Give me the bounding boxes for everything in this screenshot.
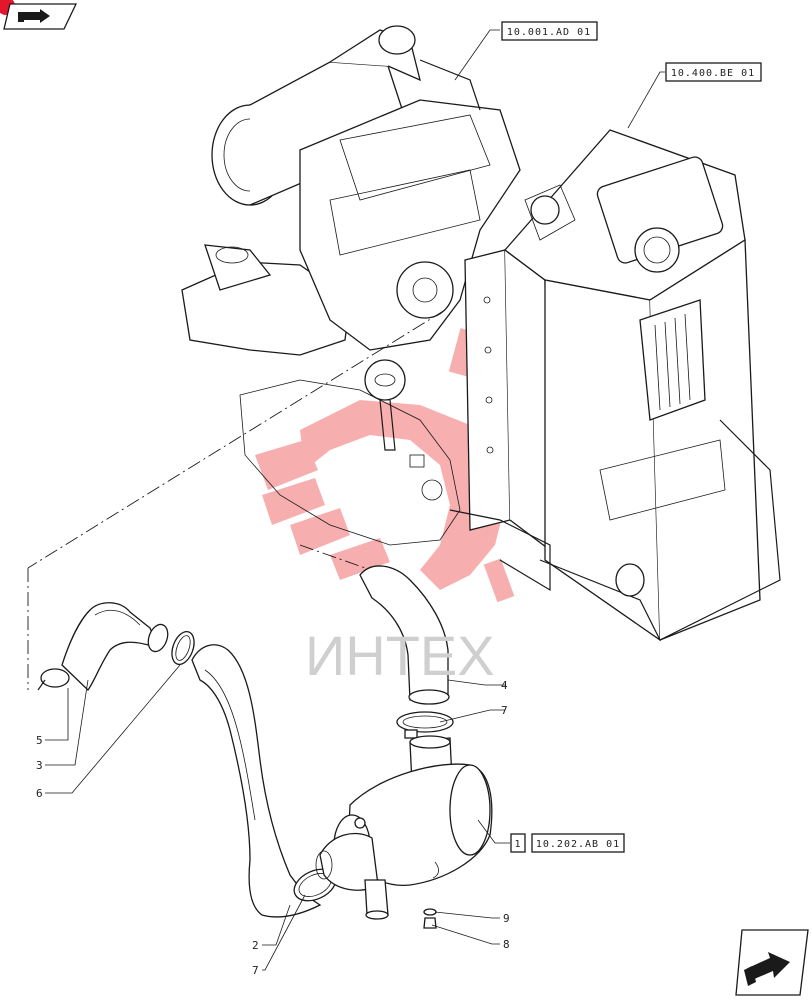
ref-box-top-right[interactable]: 10.400.BE 01: [665, 62, 762, 82]
leader-4: [447, 679, 505, 686]
leader-3: [45, 679, 89, 766]
watermark-gear-logo: [255, 328, 515, 603]
ref-top-center-text: 10.001.AD 01: [507, 27, 591, 38]
ref-box-filter[interactable]: 1 10.202.AB 01: [510, 833, 625, 853]
air-filter-housing: [315, 735, 493, 920]
hose-clamp-6: [171, 631, 195, 665]
engine-assembly: [181, 25, 521, 546]
leader-1: [477, 819, 510, 844]
hand-arrow-next-icon: [744, 952, 790, 986]
leader-9: [434, 911, 500, 919]
intake-hose-long: [191, 644, 322, 918]
watermark-text: ИНТЕХ: [305, 624, 495, 687]
leader-6: [45, 664, 181, 794]
callout-3: 3: [36, 759, 43, 772]
hand-pointing-icon: [18, 9, 50, 23]
ref-filter-text: 10.202.AB 01: [536, 839, 620, 850]
bolt-8: [423, 917, 437, 929]
callout-6: 6: [36, 787, 43, 800]
hose-clamp-7-upper: [396, 711, 454, 739]
filter-inlet-hose-4: [359, 565, 450, 705]
callout-8: 8: [503, 938, 510, 951]
leader-5: [45, 688, 69, 741]
callout-9: 9: [503, 912, 510, 925]
next-page-button[interactable]: [735, 929, 809, 996]
leader-7-bottom: [262, 894, 306, 971]
leader-7-top: [439, 709, 505, 723]
callout-7-bottom: 7: [252, 964, 259, 977]
washer-9: [423, 908, 437, 916]
leader-8: [431, 924, 500, 945]
callout-7-top: 7: [501, 704, 508, 717]
prev-page-button[interactable]: [0, 0, 78, 30]
leader-ref-top-center: [454, 29, 500, 81]
leader-2: [262, 904, 291, 946]
radiator-frame: [449, 129, 781, 642]
callout-4: 4: [501, 679, 508, 692]
callout-5: 5: [36, 734, 43, 747]
callout-2: 2: [252, 939, 259, 952]
intake-hose-upper: [37, 602, 169, 691]
leader-ref-top-right: [627, 71, 665, 129]
leader-engine-to-hose: [27, 309, 446, 569]
ref-top-right-text: 10.400.BE 01: [671, 68, 755, 79]
ref-filter-index-text: 1: [514, 839, 521, 850]
ref-box-top-center[interactable]: 10.001.AD 01: [501, 21, 598, 41]
